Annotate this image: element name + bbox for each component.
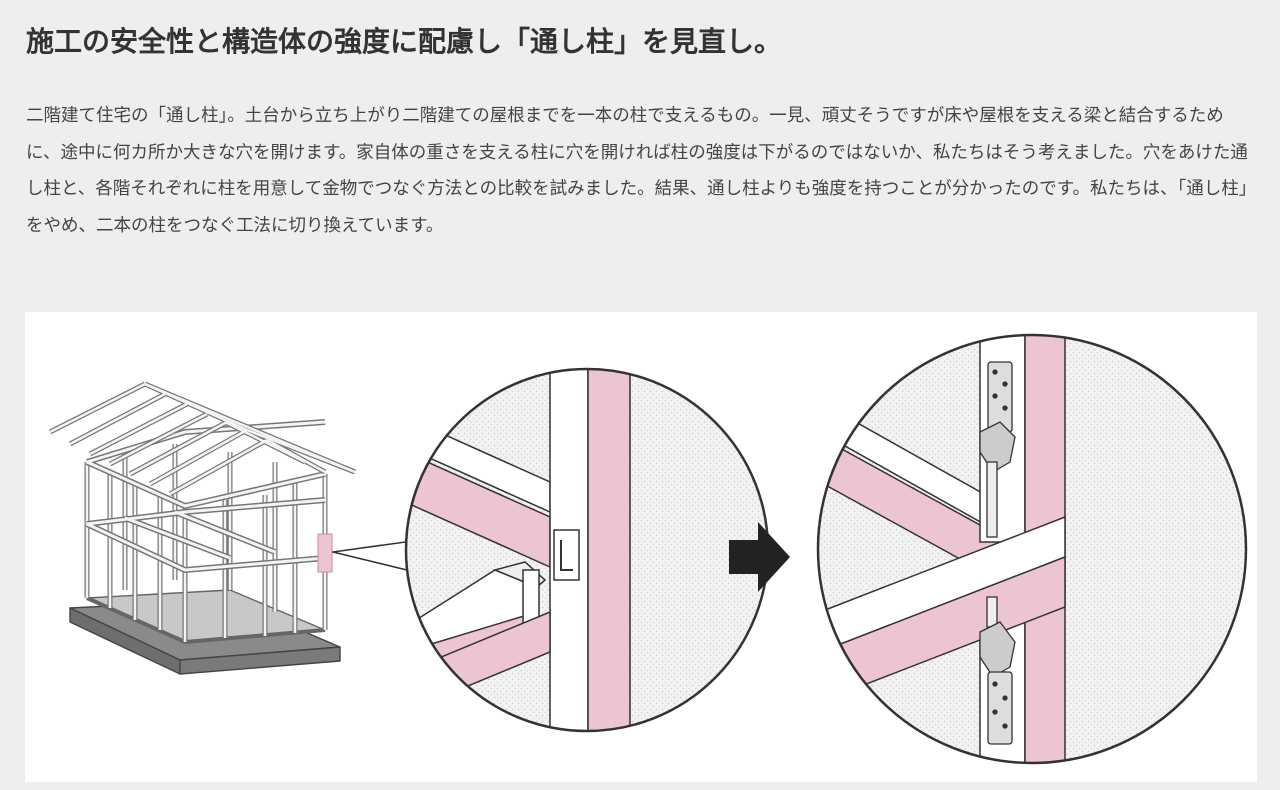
through-pillar-detail bbox=[404, 367, 770, 733]
illustration-panel bbox=[25, 312, 1257, 782]
metal-connector-upper bbox=[979, 361, 1016, 538]
page-title: 施工の安全性と構造体の強度に配慮し「通し柱」を見直し。 bbox=[26, 25, 783, 58]
house-frame-drawing bbox=[48, 381, 356, 675]
arrow-icon bbox=[729, 522, 790, 592]
article-body-text: 二階建て住宅の「通し柱」。土台から立ち上がり二階建ての屋根までを一本の柱で支える… bbox=[26, 106, 1248, 236]
split-pillar-detail bbox=[816, 333, 1248, 765]
metal-connector-lower bbox=[979, 596, 1016, 745]
